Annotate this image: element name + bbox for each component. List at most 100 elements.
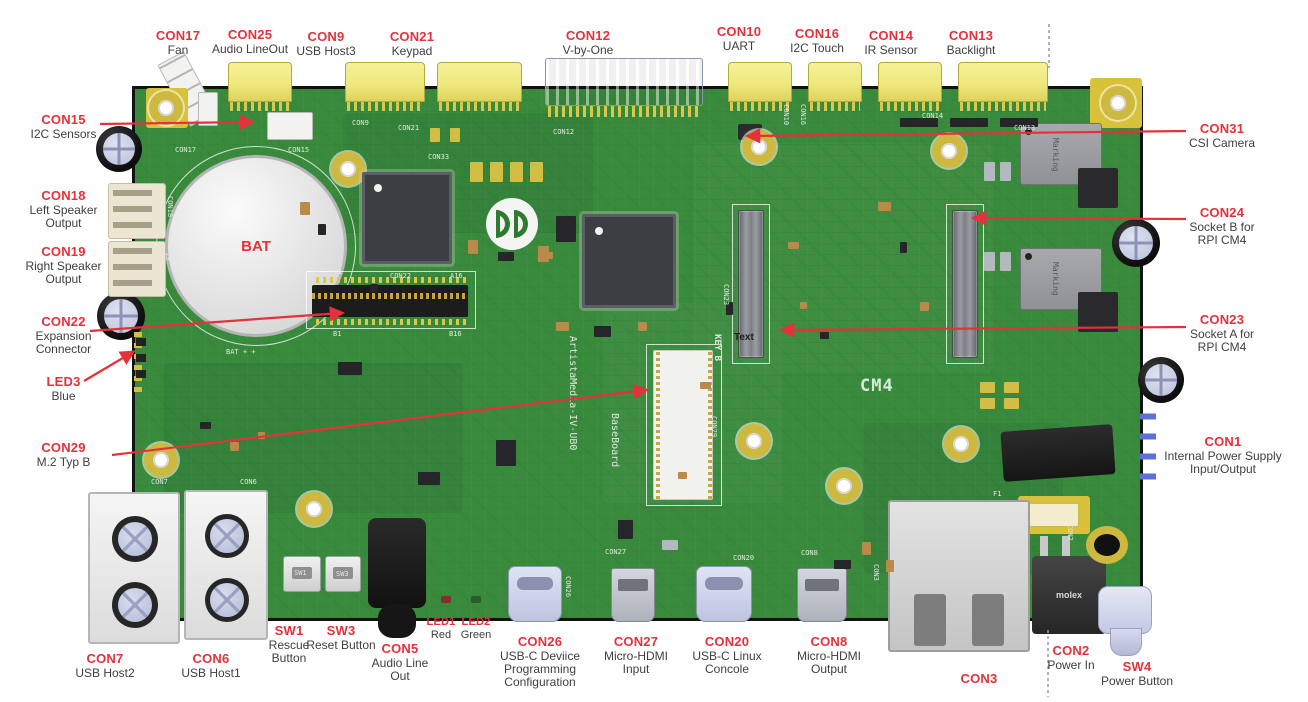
usbc-slot [705,576,743,590]
smd-component [530,162,543,182]
callout-id: CON10 [716,24,762,39]
logo-glyph [496,210,510,238]
callout-desc: UART [722,39,756,53]
callout-desc: Green [460,629,492,641]
keypad-connector-con21 [437,62,522,102]
callout-desc: Rescue Button [268,638,310,666]
callout-desc: Micro-HDMI Output [797,649,861,677]
marking-text: Marking [1051,138,1060,172]
rj45-contact [914,594,946,646]
callout-desc: IR Sensor [864,43,918,57]
callout-desc: USB Host3 [296,44,356,58]
callout-id: CON26 [517,634,563,649]
cm4-socket-b-con24 [952,210,978,358]
smd-component [980,382,995,393]
callout-desc: Blue [51,389,76,403]
smd-component [594,326,611,337]
callout-id: CON14 [868,28,914,43]
board-name-line1: ArtistaMedia-IV-UB0 [567,336,578,451]
smd-component [980,398,995,409]
i2c-sensors-connector-con15 [267,112,313,140]
uart-connector-con10 [728,62,792,102]
smd-component [498,252,514,261]
smd-component [468,240,478,254]
capacitor [96,126,142,172]
cm4-socket-a-con23 [738,210,764,358]
silkscreen-a16: A16 [450,272,463,280]
silkscreen-con22: CON22 [390,272,412,280]
smd-component [862,542,871,555]
reset-button-sw3 [325,556,361,592]
con22-outline [306,271,476,329]
smd-component [470,162,483,182]
callout-desc: Socket A for RPI CM4 [1189,327,1255,355]
micro-hdmi-output-con8 [797,568,847,622]
callout-desc: Expansion Connector [35,329,92,357]
smd-component [418,472,440,485]
led3-blue [136,338,146,346]
silkscreen-con8: CON8 [801,549,818,557]
smd-chip [1078,292,1118,332]
audio-jack-con5 [368,518,426,608]
smd-component [510,162,523,182]
callout-desc: Right Speaker Output [25,259,102,287]
ir-sensor-connector-con14 [878,62,942,102]
power-button-stem [1110,628,1142,656]
mounting-hole-dark [1086,526,1128,564]
battery-label: BAT [241,237,271,255]
callout-desc: Power In [1047,658,1095,672]
mounting-hole [1101,86,1135,120]
silkscreen-con23: CON23 [722,284,730,306]
callout-id: CON27 [613,634,659,649]
callout-id: LED3 [46,374,81,389]
callout-id: CON22 [41,314,86,329]
callout-desc: CSI Camera [1188,136,1256,150]
silkscreen-con16: CON16 [799,104,807,126]
callout-desc: V-by-One [562,43,614,57]
smd-component [878,202,891,211]
smd-component [820,332,829,339]
callout-id: CON15 [41,112,86,127]
socket-a-outline [732,204,770,364]
smd-component [450,128,460,142]
rj45-contact [972,594,1004,646]
callout-id: SW1 [274,623,304,638]
rescue-button-sw1 [283,556,321,592]
smd-component [800,302,807,309]
callout-id: CON17 [155,28,201,43]
mounting-hole [944,427,978,461]
silkscreen-con14: CON14 [922,112,944,120]
smd-component [318,224,326,235]
hdmi-slot [804,579,840,591]
usb-port-opening [112,516,158,562]
callout-id: CON6 [192,651,230,666]
smd-component [556,322,569,331]
silkscreen-con29: CON29 [710,416,718,438]
smd-component [430,128,440,142]
callout-desc: Left Speaker Output [29,203,98,231]
silkscreen-a1: A1 [334,268,343,276]
capacitor-top [210,519,244,553]
silkscreen-con33: CON33 [428,153,450,161]
pin1-dot [374,184,382,192]
callout-id: CON5 [381,641,419,656]
callout-id: CON20 [704,634,750,649]
callout-id: CON3 [960,671,998,686]
smd-component [950,118,988,127]
smd-component [618,520,633,539]
callout-id: CON24 [1199,205,1245,220]
callout-desc: Micro-HDMI Input [604,649,668,677]
mounting-hole [149,91,183,125]
smd-component [984,162,995,181]
expansion-connector-con22 [312,285,468,317]
